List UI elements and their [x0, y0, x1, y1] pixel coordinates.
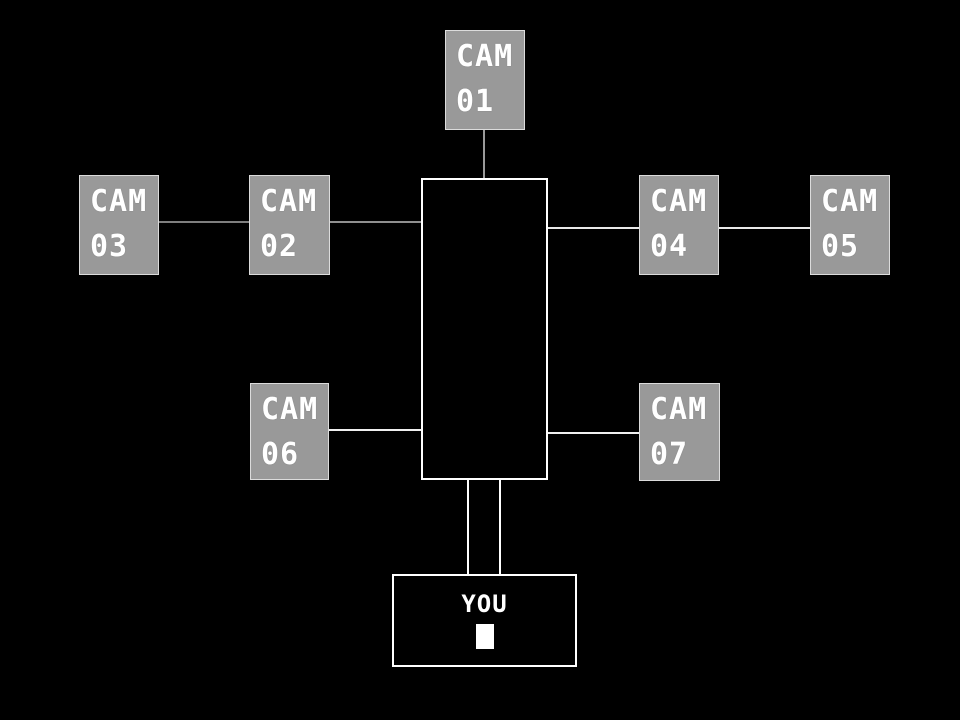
cam-01-button[interactable]: CAM 01 [445, 30, 525, 130]
cam-03-button[interactable]: CAM 03 [79, 175, 159, 275]
cam-02-label-line1: CAM [260, 184, 318, 219]
cam-07-label-line2: 07 [650, 437, 689, 472]
cam-01-label-line2: 01 [456, 84, 495, 119]
cam-04-label-line1: CAM [650, 184, 708, 219]
you-label: YOU [461, 590, 508, 618]
cam-02-button[interactable]: CAM 02 [249, 175, 330, 275]
cam-05-button[interactable]: CAM 05 [810, 175, 890, 275]
cam-06-label-line1: CAM [261, 392, 319, 427]
connector-cam06-room [329, 429, 421, 431]
cam-05-label-line1: CAM [821, 184, 879, 219]
connector-cam01-room [483, 130, 485, 178]
connector-room-cam07 [548, 432, 639, 434]
connector-cam04-cam05 [719, 227, 810, 229]
cam-01-label-line1: CAM [456, 39, 514, 74]
cam-06-button[interactable]: CAM 06 [250, 383, 329, 480]
cam-06-label-line2: 06 [261, 437, 300, 472]
cam-07-button[interactable]: CAM 07 [639, 383, 720, 481]
connector-room-you-left [467, 480, 469, 574]
main-room-outline [421, 178, 548, 480]
cam-04-label-line2: 04 [650, 229, 689, 264]
cam-07-label-line1: CAM [650, 392, 708, 427]
connector-cam03-cam02 [159, 221, 249, 223]
you-box: YOU [392, 574, 577, 667]
cam-03-label-line1: CAM [90, 184, 148, 219]
cam-02-label-line2: 02 [260, 229, 299, 264]
connector-cam02-room [330, 221, 421, 223]
cam-05-label-line2: 05 [821, 229, 860, 264]
connector-room-you-right [499, 480, 501, 574]
connector-room-cam04 [548, 227, 639, 229]
you-position-marker [475, 624, 494, 649]
cam-03-label-line2: 03 [90, 229, 129, 264]
cam-04-button[interactable]: CAM 04 [639, 175, 719, 275]
